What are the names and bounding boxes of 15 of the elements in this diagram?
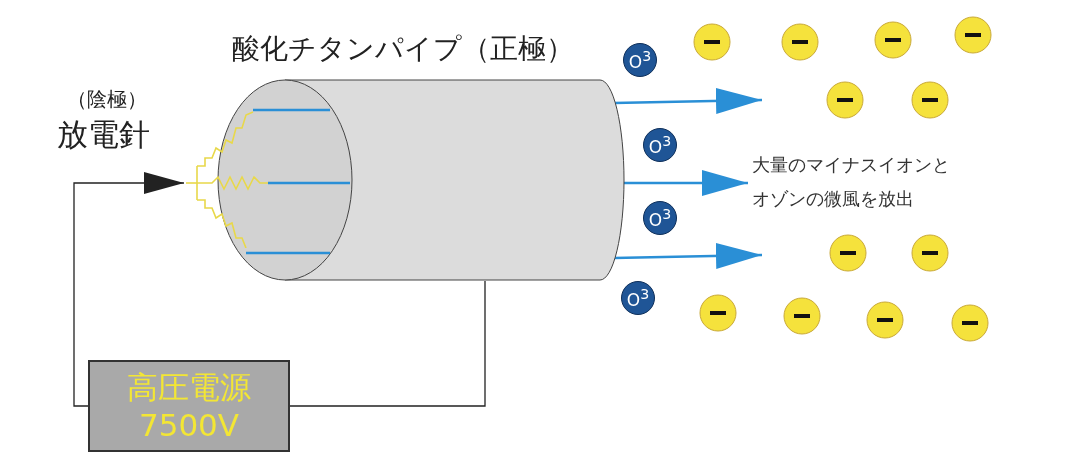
ozone-label: O$^{3}$ <box>648 206 672 230</box>
release-note: 大量のマイナスイオンとオゾンの微風を放出 <box>752 153 951 211</box>
pipe-label: 酸化チタンパイプ（正極） <box>232 31 574 67</box>
arrow <box>73 172 185 407</box>
wire <box>289 280 486 407</box>
power-supply-label: 7500V <box>138 406 240 444</box>
ozone-label: O$^{3}$ <box>648 133 672 157</box>
arrow <box>622 170 748 196</box>
needle-label: 放電針 <box>57 115 150 154</box>
ozone-label: O$^{3}$ <box>628 48 652 72</box>
power-supply-label: 高圧電源 <box>127 368 251 406</box>
ozone-label: O$^{3}$ <box>626 286 650 310</box>
electrode-label: （陰極） <box>67 86 147 113</box>
power-supply-box <box>88 360 290 452</box>
arrow <box>613 242 763 269</box>
